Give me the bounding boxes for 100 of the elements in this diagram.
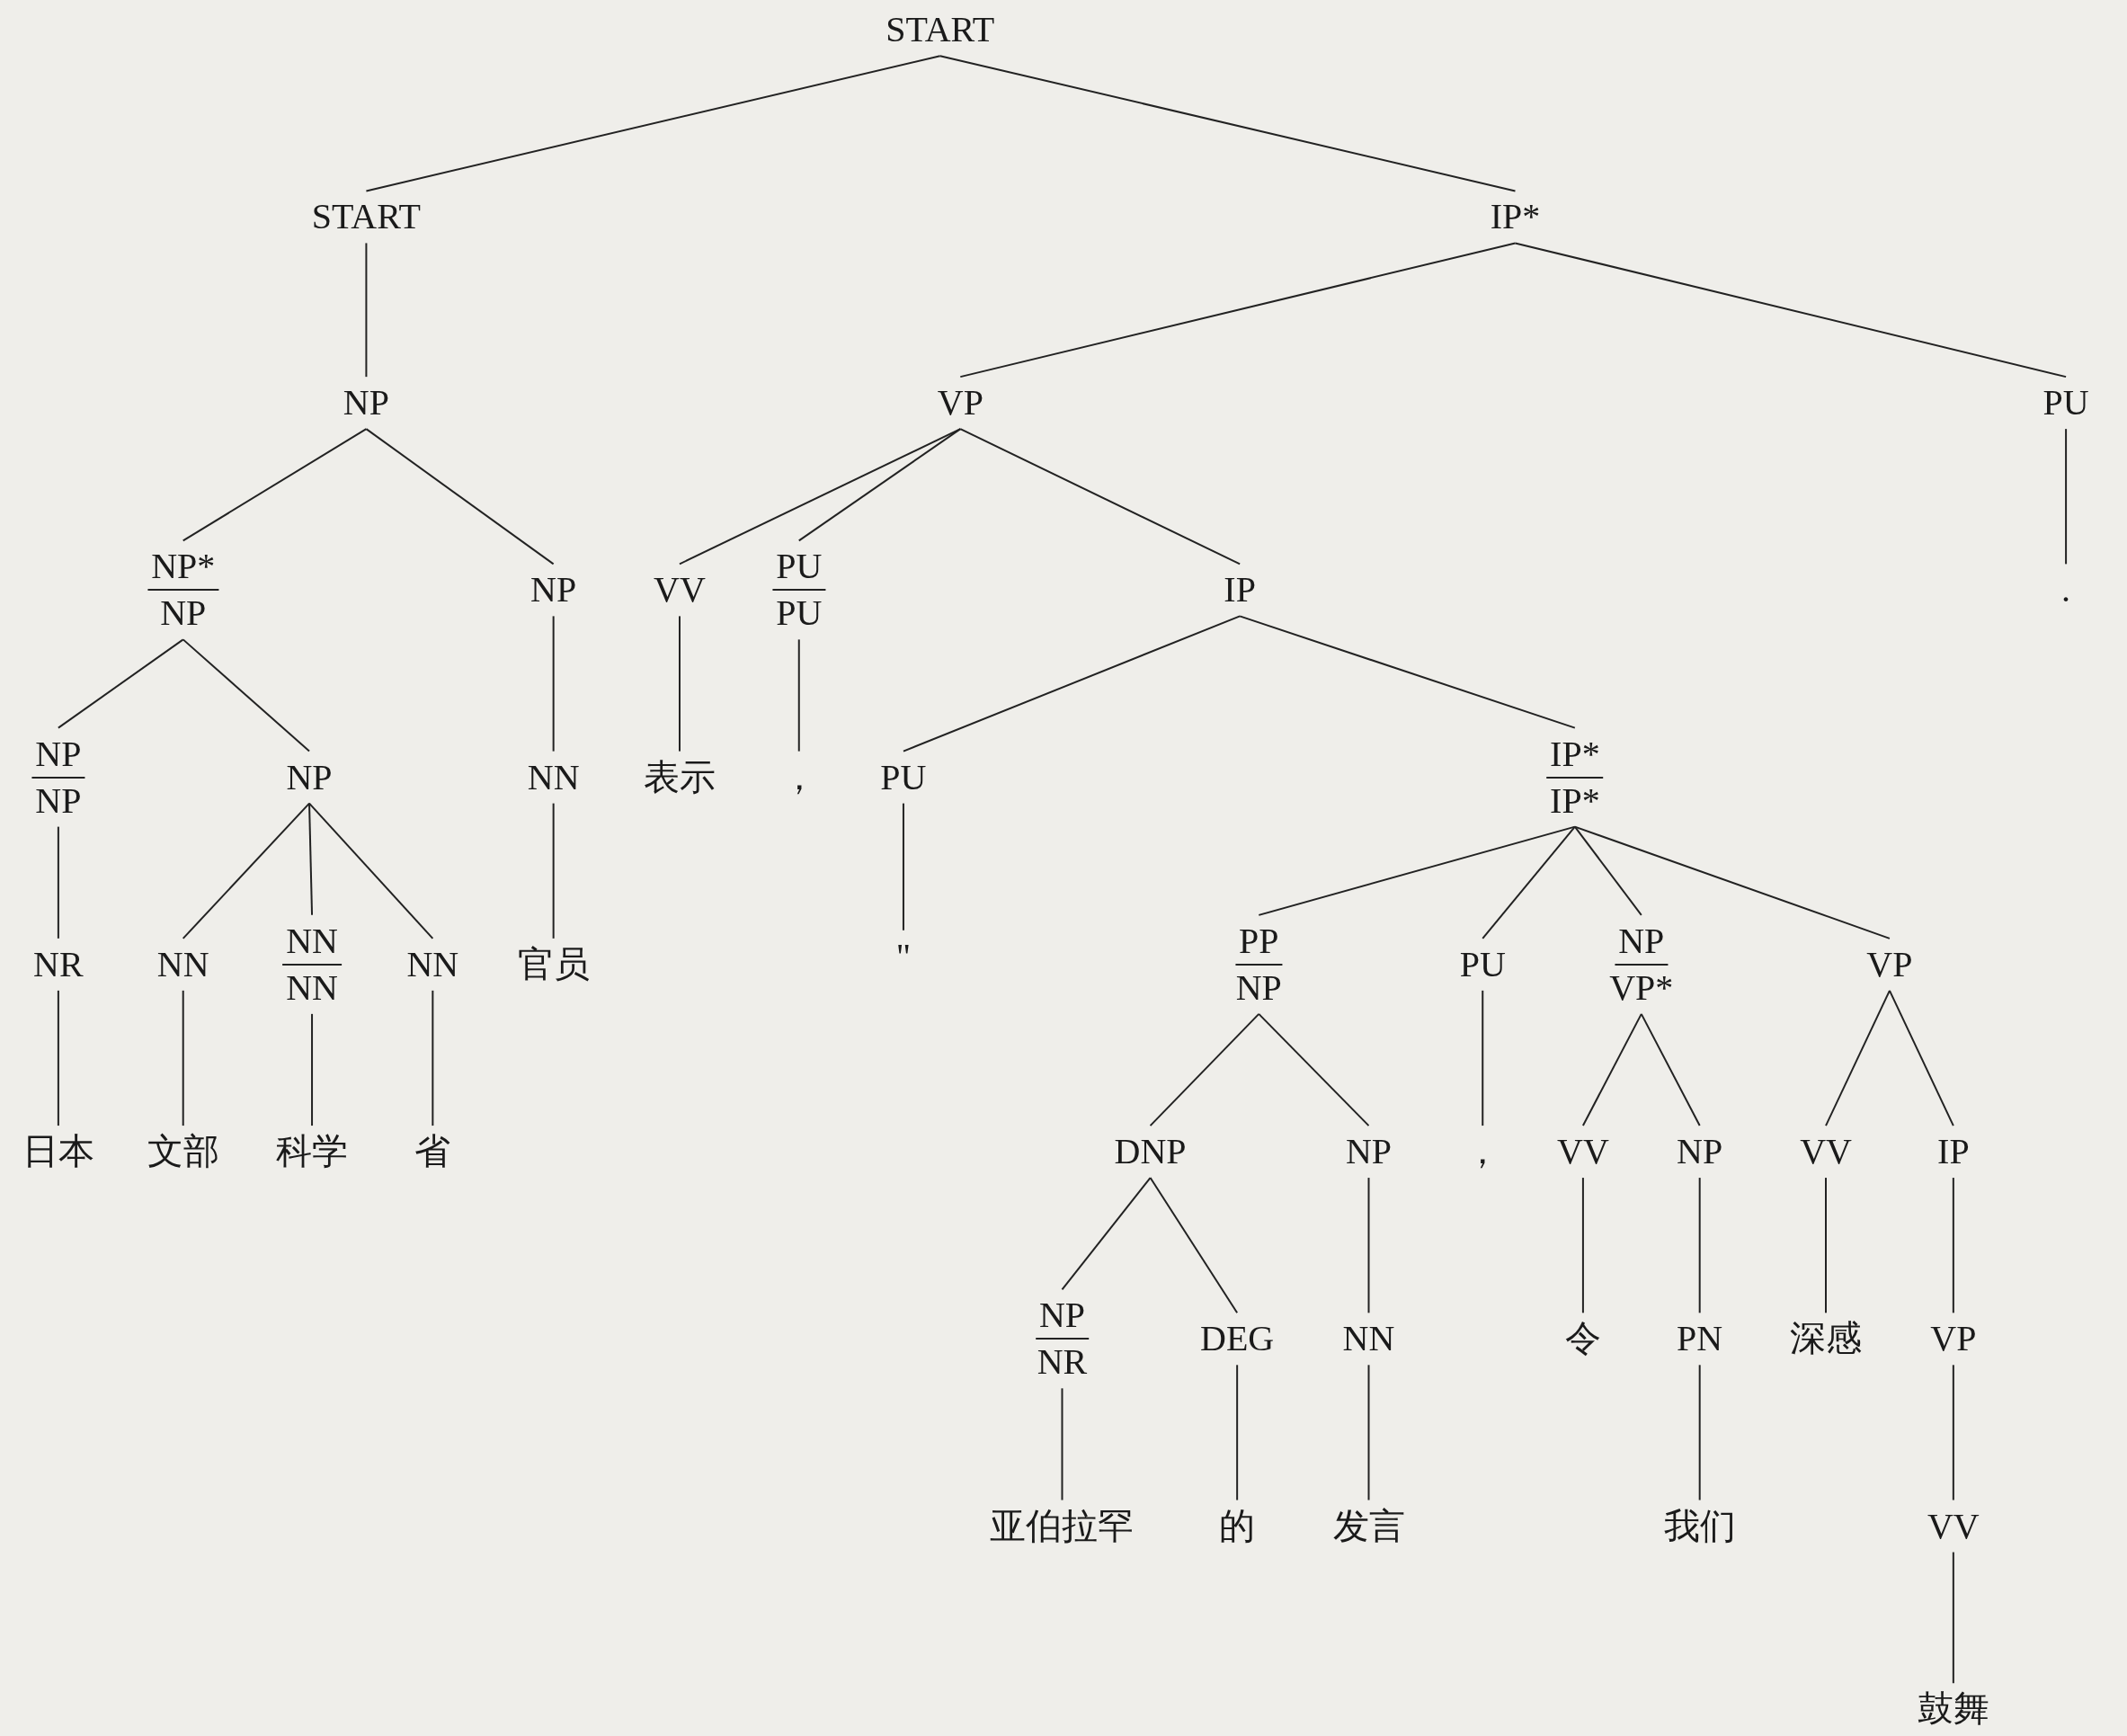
tree-branch [959,428,1241,565]
category-label: VP* [1608,966,1675,1009]
tree-node-label: NP [339,382,393,424]
tree-node-label: DEG [1197,1318,1278,1360]
tree-node-label: NP [282,756,336,798]
tree-branch [1482,989,1484,1127]
tree-node-label: NR [30,943,87,985]
tree-node-label: DNP [1110,1131,1190,1173]
tree-node-label: NN [523,756,583,798]
tree-branch [1581,1012,1642,1127]
tree-node-label: VV [650,569,709,611]
tree-branch [311,1012,314,1127]
tree-branch [1698,1364,1701,1501]
tree-branch [1258,825,1576,916]
category-label: IP* [1549,779,1601,822]
tree-node-label: 科学 [272,1131,352,1173]
tree-node-label: 表示 [639,756,719,798]
tree-branch [1061,1387,1064,1501]
tree-branch [939,55,1517,192]
category-label: PU [772,546,826,592]
tree-node-label: PU [2039,382,2093,424]
category-label: PP [1235,920,1283,966]
tree-branch [1367,1364,1370,1501]
tree-branch [57,825,59,939]
tree-node-label: VP [1927,1318,1980,1360]
tree-node-label: 省 [411,1131,455,1173]
tree-branch [797,428,962,542]
tree-branch [1367,1177,1370,1314]
tree-branch [1952,1551,1954,1685]
tree-node-label: PN [1673,1318,1727,1360]
tree-node-label: START [882,9,999,51]
tree-node-label: 发言 [1329,1505,1409,1547]
tree-branch [678,615,681,752]
tree-branch [1482,825,1576,939]
tree-node-label: . [2058,569,2075,611]
tree-branch [1061,1177,1152,1291]
tree-branch [1888,989,1954,1127]
tree-node-label: " [892,935,915,977]
tree-node-label: IP [1220,569,1259,611]
tree-branch [182,989,184,1127]
tree-branch [1258,1012,1370,1127]
tree-branch [308,802,434,939]
tree-branch [552,802,555,939]
tree-branch [365,242,368,378]
tree-node-label: 的 [1215,1505,1259,1547]
category-label: NP [1615,920,1669,966]
tree-node-label: ， [1461,1131,1505,1173]
tree-branch [552,615,555,752]
tree-node-label: VV [1553,1131,1613,1173]
tree-node-label: 日本 [18,1131,98,1173]
tree-node-label: VV [1923,1505,1983,1547]
tree-branch [1149,1012,1260,1127]
category-label: PU [775,592,823,635]
tree-branch [902,615,1241,752]
tree-branch [1573,825,1642,916]
tree-node-label: VV [1796,1131,1856,1173]
tree-branch [1640,1012,1701,1127]
category-label: NP [159,592,208,635]
tree-node-label: IP* [1486,196,1544,238]
tree-node-label: 鼓舞 [1913,1688,1993,1731]
tree-branch [1698,1177,1701,1314]
tree-node-label: NN [153,943,213,985]
tree-node-label: 文部 [143,1131,223,1173]
tree-branch [959,242,1517,378]
category-label: NN [282,920,342,966]
tree-node-label: PU [877,756,930,798]
tree-node-label: NP [1673,1131,1727,1173]
tree-node-label: 亚伯拉罕 [986,1505,1138,1547]
tree-node-label: NP [527,569,581,611]
category-label: NR [1036,1340,1089,1384]
tree-branch [1149,1177,1239,1314]
tree-node-label: VP [933,382,987,424]
tree-branch [432,989,434,1127]
tree-branch [1952,1364,1954,1501]
tree-branch [1581,1177,1584,1314]
tree-node-label: 令 [1561,1318,1605,1360]
tree-branch [308,802,314,916]
tree-branch [365,428,555,565]
tree-node-label: NP [1341,1131,1396,1173]
tree-node-label: IP [1934,1131,1973,1173]
tree-branch [365,55,941,192]
category-label: NP [34,779,83,822]
category-label: NP* [147,546,219,592]
tree-branch [182,638,311,752]
tree-node-label: NN [1339,1318,1399,1360]
tree-node-label: PU [1455,943,1509,985]
category-label: NP [31,733,85,779]
tree-node-label: 深感 [1786,1318,1865,1360]
tree-branch [1825,989,1891,1127]
tree-node-label: VP [1863,943,1917,985]
category-label: NN [285,966,339,1009]
tree-node-label: 我们 [1660,1505,1740,1547]
tree-node-label: ， [777,756,821,798]
tree-branch [797,638,800,752]
tree-branch [57,989,59,1127]
tree-node-label: NN [403,943,463,985]
tree-branch [1952,1177,1954,1314]
tree-branch [1825,1177,1827,1314]
tree-node-label: START [307,196,424,238]
tree-branch [1236,1364,1239,1501]
